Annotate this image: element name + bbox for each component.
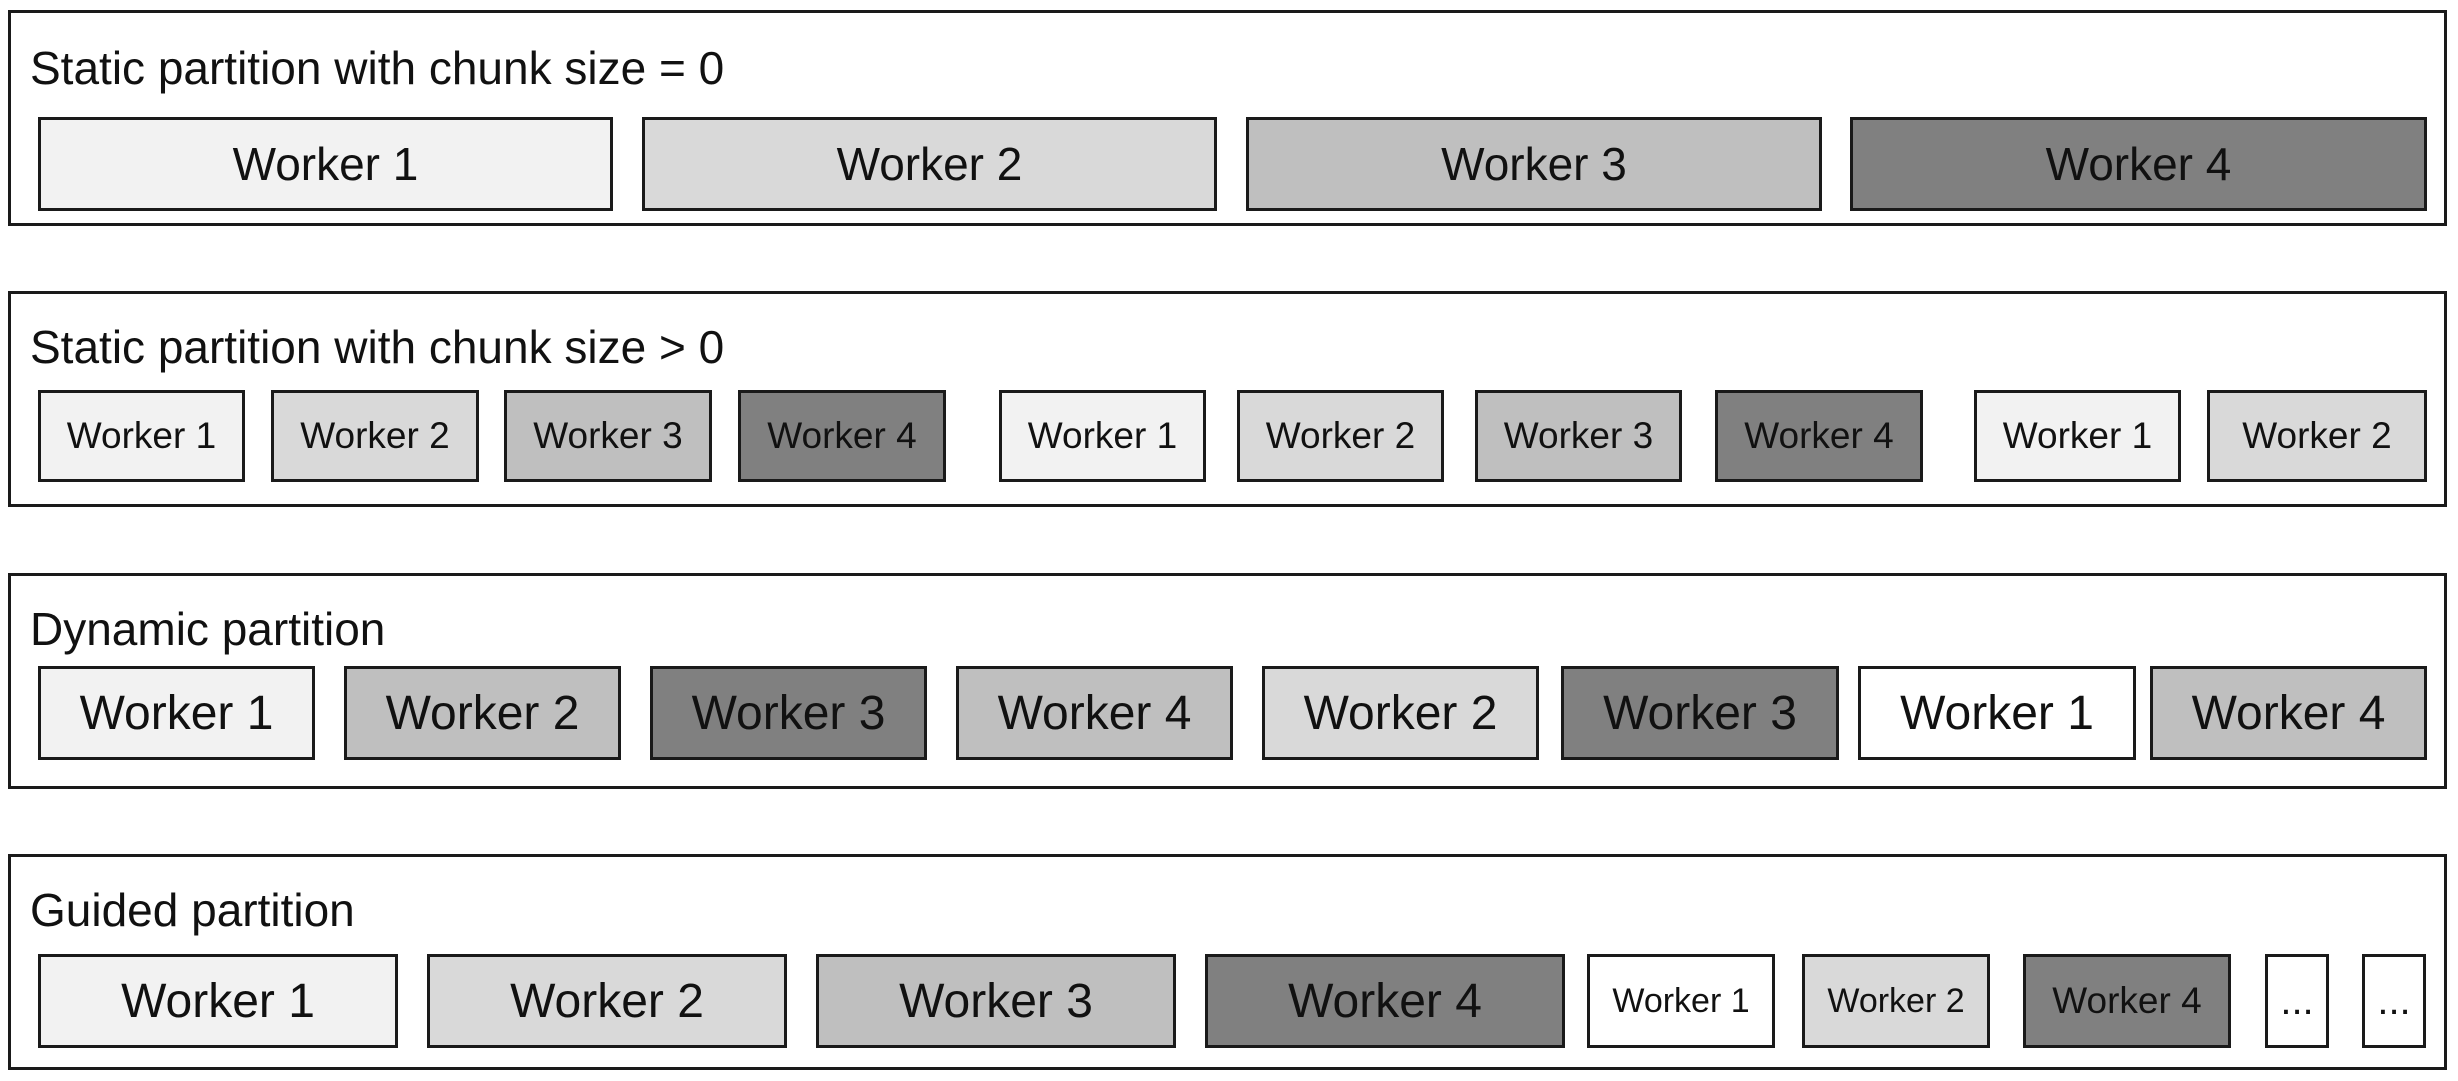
worker-block: Worker 3: [1561, 666, 1839, 760]
worker-block: Worker 2: [271, 390, 479, 482]
worker-block: Worker 2: [1237, 390, 1444, 482]
worker-block: Worker 1: [38, 117, 613, 211]
panel-title: Static partition with chunk size = 0: [30, 42, 725, 94]
panel-title: Static partition with chunk size > 0: [30, 321, 725, 373]
worker-block: Worker 1: [38, 666, 315, 760]
worker-block: Worker 4: [1850, 117, 2427, 211]
worker-block: Worker 2: [344, 666, 621, 760]
worker-block: Worker 1: [1974, 390, 2181, 482]
worker-block: Worker 1: [1587, 954, 1775, 1048]
worker-block: Worker 2: [1802, 954, 1990, 1048]
worker-block: Worker 3: [816, 954, 1176, 1048]
worker-block: Worker 4: [2023, 954, 2231, 1048]
panel-title: Guided partition: [30, 884, 355, 936]
worker-block: Worker 4: [2150, 666, 2427, 760]
worker-block: Worker 2: [427, 954, 787, 1048]
ellipsis-block: ...: [2362, 954, 2426, 1048]
worker-block: Worker 3: [504, 390, 712, 482]
worker-block: Worker 3: [1246, 117, 1822, 211]
worker-block: Worker 2: [642, 117, 1217, 211]
panel-static-chunk-positive: Static partition with chunk size > 0 Wor…: [8, 291, 2447, 507]
worker-block: Worker 4: [1205, 954, 1565, 1048]
worker-block: Worker 4: [956, 666, 1233, 760]
panel-static-chunk-zero: Static partition with chunk size = 0 Wor…: [8, 10, 2447, 226]
worker-block: Worker 2: [1262, 666, 1539, 760]
ellipsis-block: ...: [2265, 954, 2329, 1048]
worker-block: Worker 1: [1858, 666, 2136, 760]
worker-block: Worker 3: [650, 666, 927, 760]
worker-block: Worker 4: [1715, 390, 1923, 482]
worker-block: Worker 1: [38, 954, 398, 1048]
worker-block: Worker 2: [2207, 390, 2427, 482]
worker-block: Worker 3: [1475, 390, 1682, 482]
panel-guided: Guided partition Worker 1 Worker 2 Worke…: [8, 854, 2447, 1070]
panel-title: Dynamic partition: [30, 603, 386, 655]
worker-block: Worker 1: [999, 390, 1206, 482]
worker-block: Worker 1: [38, 390, 245, 482]
worker-block: Worker 4: [738, 390, 946, 482]
panel-dynamic: Dynamic partition Worker 1 Worker 2 Work…: [8, 573, 2447, 789]
